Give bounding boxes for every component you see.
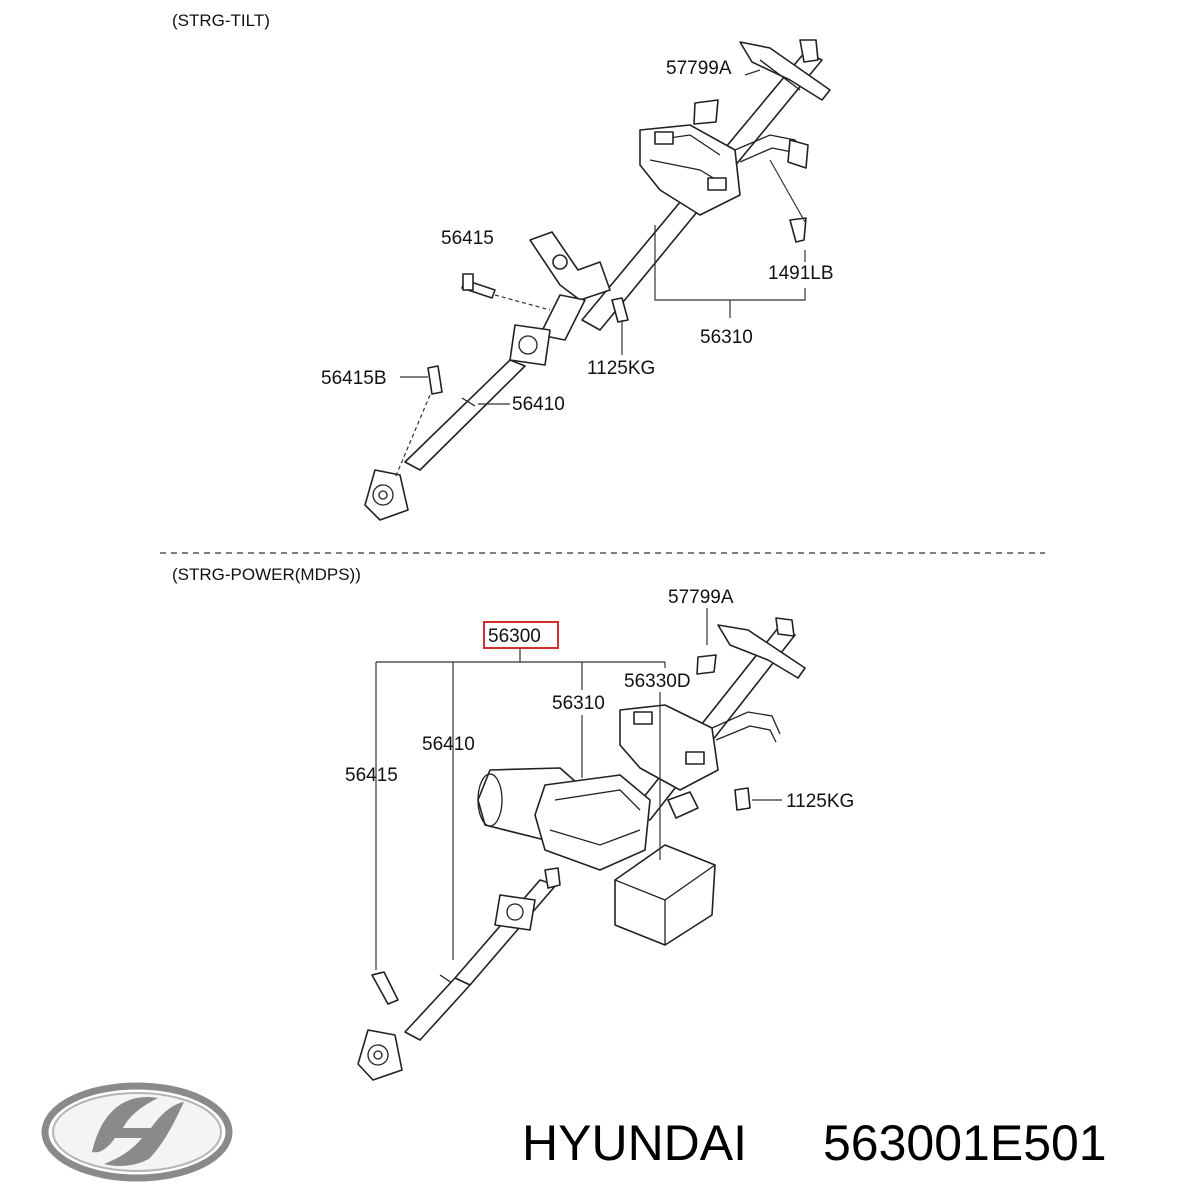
bolt-icon (371, 971, 399, 1005)
label-56415-tilt: 56415 (441, 228, 494, 249)
label-56415b: 56415B (321, 368, 387, 389)
power-steering-column (357, 617, 806, 1081)
label-56410-tilt: 56410 (512, 394, 565, 415)
tilt-leader-lines (400, 69, 806, 405)
label-57799a-power: 57799A (668, 587, 734, 608)
label-1125kg-tilt: 1125KG (587, 358, 655, 379)
label-56330d: 56330D (624, 671, 691, 692)
bolt-icon (544, 867, 561, 889)
label-56410-power: 56410 (422, 734, 475, 755)
bolt-icon (734, 787, 751, 811)
section-title-power: (STRG-POWER(MDPS)) (172, 565, 361, 584)
label-57799a-tilt: 57799A (666, 58, 732, 79)
power-leader-lines (375, 608, 782, 970)
label-56310-tilt: 56310 (700, 327, 753, 348)
ecu-icon (614, 844, 716, 946)
brand-name: HYUNDAI (522, 1115, 747, 1171)
tilt-steering-column (364, 39, 831, 521)
section-title-tilt: (STRG-TILT) (172, 11, 270, 30)
hyundai-logo-icon (41, 1082, 233, 1182)
bolt-icon (789, 217, 807, 243)
part-number: 563001E501 (823, 1115, 1107, 1171)
label-tag-icon (696, 654, 717, 675)
label-1491lb: 1491LB (768, 263, 834, 284)
label-56300: 56300 (488, 626, 541, 647)
label-56415-power: 56415 (345, 765, 398, 786)
bolt-icon (611, 297, 629, 323)
label-56310-power: 56310 (552, 693, 605, 714)
bolt-icon (427, 365, 443, 395)
assembly-highlight-box (483, 621, 559, 649)
label-tag-icon (693, 99, 719, 125)
label-1125kg-power: 1125KG (786, 791, 854, 812)
